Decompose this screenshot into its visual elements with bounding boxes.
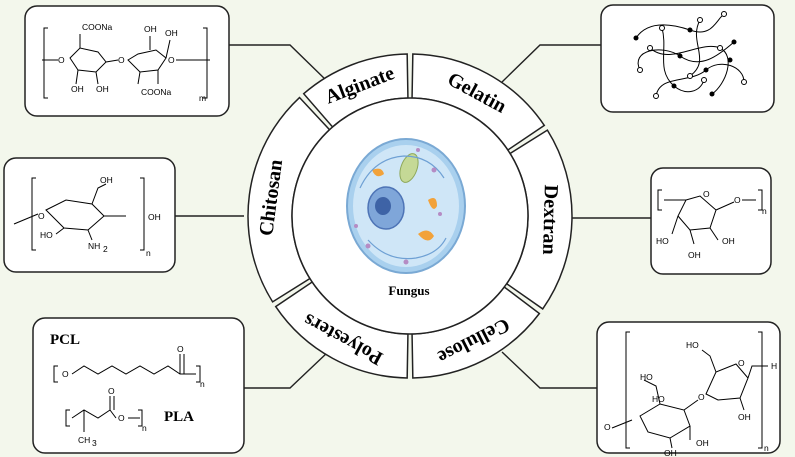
cellulose-structure-box: O O O H HO HO HO OH OH OH n xyxy=(596,321,781,457)
svg-text:NH: NH xyxy=(88,241,100,251)
svg-text:OH: OH xyxy=(738,412,751,422)
alginate-structure-box: COONa O O O OH OH OH OH COONa m xyxy=(24,5,230,117)
svg-text:n: n xyxy=(764,443,769,453)
segment-label-dextran: Dextran xyxy=(538,184,562,255)
svg-text:O: O xyxy=(168,55,175,65)
svg-text:OH: OH xyxy=(696,438,709,448)
mitochondria-icon xyxy=(418,230,434,241)
svg-text:n: n xyxy=(142,423,147,433)
svg-text:OH: OH xyxy=(96,84,109,94)
svg-text:HO: HO xyxy=(652,394,665,404)
gelatin-network-nodes xyxy=(633,11,747,99)
svg-text:2: 2 xyxy=(103,244,108,254)
vacuole-icon xyxy=(399,153,419,183)
svg-text:n: n xyxy=(762,206,767,216)
svg-text:O: O xyxy=(118,413,125,423)
svg-text:O: O xyxy=(738,358,745,368)
connector-lines xyxy=(175,44,651,389)
svg-text:OH: OH xyxy=(148,212,161,222)
svg-text:O: O xyxy=(62,369,69,379)
pcl-label: PCL xyxy=(50,332,80,348)
svg-text:O: O xyxy=(177,344,184,354)
svg-text:O: O xyxy=(58,55,65,65)
svg-text:OH: OH xyxy=(688,250,701,260)
svg-text:HO: HO xyxy=(686,340,699,350)
svg-text:O: O xyxy=(604,422,611,432)
dextran-structure-box: O O HO OH OH n xyxy=(650,167,772,275)
svg-text:n: n xyxy=(200,379,205,389)
svg-text:OH: OH xyxy=(664,448,677,457)
chitosan-structure-box: O OH OH HO NH 2 n xyxy=(3,157,176,273)
svg-text:HO: HO xyxy=(656,236,669,246)
svg-text:OH: OH xyxy=(100,175,113,185)
svg-text:O: O xyxy=(38,211,45,221)
svg-text:O: O xyxy=(118,55,125,65)
svg-text:OH: OH xyxy=(71,84,84,94)
svg-text:COONa: COONa xyxy=(82,22,113,32)
gelatin-structure-box xyxy=(600,4,775,113)
svg-text:n: n xyxy=(146,248,151,258)
svg-text:OH: OH xyxy=(144,24,157,34)
fungus-label: Fungus xyxy=(388,283,429,298)
connector-cellulose xyxy=(501,351,597,389)
polyesters-structure-box: PCL PLA O O n O O n CH 3 xyxy=(32,317,245,454)
svg-text:H: H xyxy=(771,361,777,371)
connector-polyesters xyxy=(244,351,329,389)
svg-text:O: O xyxy=(108,386,115,396)
svg-text:CH: CH xyxy=(78,435,90,445)
svg-text:HO: HO xyxy=(640,372,653,382)
svg-text:COONa: COONa xyxy=(141,87,172,97)
fungus-cell-icon xyxy=(346,138,466,274)
svg-text:3: 3 xyxy=(92,438,97,448)
svg-text:m: m xyxy=(199,93,206,103)
connector-gelatin xyxy=(501,44,601,83)
svg-text:O: O xyxy=(734,195,741,205)
svg-text:OH: OH xyxy=(165,28,178,38)
pla-label: PLA xyxy=(164,409,194,425)
svg-text:OH: OH xyxy=(722,236,735,246)
svg-text:HO: HO xyxy=(40,230,53,240)
svg-text:O: O xyxy=(698,392,705,402)
connector-alginate xyxy=(229,44,329,83)
svg-text:O: O xyxy=(703,189,710,199)
